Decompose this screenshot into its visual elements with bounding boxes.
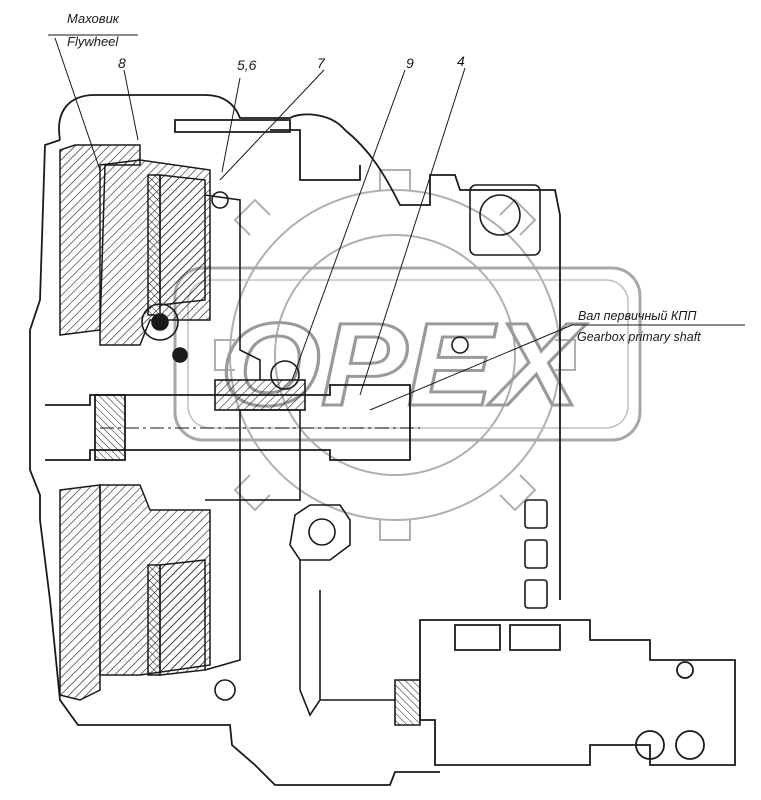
pneumatic-booster [419,619,736,766]
clutch-housing [29,94,561,786]
primary-shaft [45,384,420,461]
flywheel-label-ru: Маховик [67,11,120,26]
callout-5-6: 5,6 [237,57,257,73]
leader-lines [48,34,745,411]
shaft-label-ru: Вал первичный КПП [578,309,697,323]
callout-9: 9 [406,55,414,71]
callout-7: 7 [317,55,326,71]
gearbox-flange [451,184,548,609]
pressure-plate [204,191,261,701]
release-fork [289,504,421,726]
flywheel-label-en: Flywheel [67,34,119,49]
friction-disc [147,174,206,676]
shaft-label-en: Gearbox primary shaft [577,330,701,344]
callout-8: 8 [118,55,126,71]
callout-4: 4 [457,53,465,69]
